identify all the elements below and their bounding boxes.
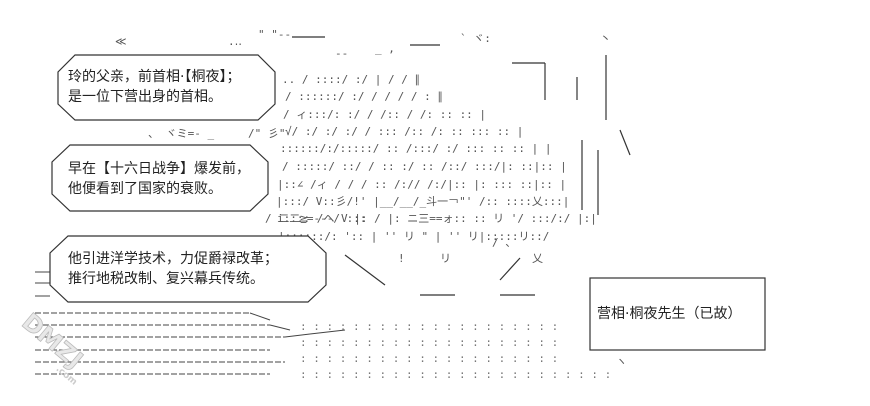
hair-shading: .. / ::::/ :/ | / / ∥ / ::::::/ :/ / / /… <box>276 73 597 243</box>
svg-text:|::::::/: ':: | '' リ " | '': |::::::/: ':: | '' リ " | '' リ|:::::リ::/ <box>278 230 549 243</box>
svg-text:: : : : : : : : : : : : : : :: : : : : : : : : : : : : : : : : : : : : … <box>300 368 611 381</box>
svg-text:_ ,: _ , <box>375 42 395 55</box>
speech-bubble-3-frame <box>49 235 327 303</box>
svg-text:: : : : : : : : : : : : : : :: : : : : : : : : : : : : : : : : : : : : <box>300 352 558 365</box>
svg-text:ヽ: ヽ <box>616 355 627 368</box>
svg-text:: : : : : : : : : : : : : : :: : : : : : : : : : : : : : : : : : : : : <box>300 320 558 333</box>
speech-bubble-2: 早在【十六日战争】爆发前， 他便看到了国家的衰败。 <box>68 159 250 199</box>
svg-text:` ヾ:: ` ヾ: <box>460 32 491 45</box>
caption-box-frame <box>589 277 766 351</box>
bubble-line: 玲的父亲，前首相·【桐夜】； <box>68 69 241 85</box>
svg-text:: : : : : : : : : : : : : : :: : : : : : : : : : : : : : : : : : : : : <box>300 336 558 349</box>
svg-text:/ 、: / 、 <box>492 236 516 249</box>
svg-text:" "‐‐: " "‐‐ <box>258 28 291 41</box>
svg-text:リ: リ <box>440 252 451 265</box>
svg-text:≪: ≪ <box>115 35 127 48</box>
top-marks: ≪ .‥ " "‐‐ ‐‐ _ , ` ヾ: 丶 、 ヾミ=- _ /" 彡" … <box>115 28 627 368</box>
svg-text:DMZJ: DMZJ <box>17 308 89 375</box>
svg-text:.‥: .‥ <box>228 35 242 48</box>
svg-text:/" 彡": /" 彡" <box>248 127 286 140</box>
svg-text:乂: 乂 <box>532 252 543 265</box>
figure-outline <box>292 36 631 296</box>
bubble-line: 早在【十六日战争】爆发前， <box>68 161 250 177</box>
bubble-line: 推行地税改制、复兴幕兵传统。 <box>68 271 264 287</box>
svg-text:!: ! <box>398 252 405 265</box>
bubble-line: 他引进洋学技术，力促爵禄改革； <box>68 251 278 267</box>
svg-text:|::∠ /ィ / / / :: /:// /:/|::: |::∠ /ィ / / / :: /:// /:/|:: |: ::: ::|:… <box>277 178 566 191</box>
svg-text:/ ィ:::/: :/ / /:: / /: ::: / ィ:::/: :/ / /:: / /: :: :: | <box>283 108 486 121</box>
dmzj-logo-icon: DMZJ .com <box>16 307 89 387</box>
bubble-line: 是一位下营出身的首相。 <box>68 89 222 105</box>
speech-bubble-3: 他引进洋学技术，力促爵禄改革； 推行地税改制、复兴幕兵传统。 <box>68 249 278 289</box>
speech-bubble-1: 玲的父亲，前首相·【桐夜】； 是一位下营出身的首相。 <box>68 67 240 107</box>
svg-text:√/ :/ :/ :/ / ::: /:: /: ::: √/ :/ :/ :/ / ::: /:: /: :: ::: :: | <box>285 125 523 138</box>
svg-text:::::::/:/:::::/ :: /:::/ :/ ::: ::::::/:/:::::/ :: /:::/ :/ ::: :: :: | … <box>280 142 552 155</box>
sleeve-lines <box>35 271 346 375</box>
svg-text:、 ヾミ=- _: 、 ヾミ=- _ <box>148 127 214 140</box>
caption-label: 营相·桐夜先生（已故） <box>597 306 742 322</box>
svg-text:.. / ::::/ :/ | / / ∥: .. / ::::/ :/ | / / ∥ <box>282 73 420 86</box>
svg-text:/ :::::/ ::/ / :: :/ :: /::/ :: / :::::/ ::/ / :: :/ :: /::/ :::/|: ::|:… <box>282 160 567 173</box>
speech-bubble-2-frame <box>51 144 269 212</box>
speech-bubble-1-frame <box>57 54 276 121</box>
svg-text:丶: 丶 <box>600 32 611 45</box>
svg-text:/ 二二≧=---/ :::: / 二二≧=---/ ::: <box>265 212 366 225</box>
svg-text:/ ::::::/ :/ / / / / : ∥: / ::::::/ :/ / / / / : ∥ <box>285 90 443 103</box>
svg-text:i:::: /ヘ V |: / |: ニ三==ォ:: ::: i:::: /ヘ V |: / |: ニ三==ォ:: :: リ '/ :::/:… <box>277 212 597 225</box>
bubble-line: 他便看到了国家的衰败。 <box>68 181 222 197</box>
svg-text:‐‐: ‐‐ <box>335 47 348 60</box>
svg-text:|:::/ V::彡/!' |__/__/_斗一￢"' /:: |:::/ V::彡/!' |__/__/_斗一￢"' /:: ::::乂:::… <box>276 195 569 208</box>
dot-texture: : : : : : : : : : : : : : : : : : : : : … <box>300 320 611 381</box>
